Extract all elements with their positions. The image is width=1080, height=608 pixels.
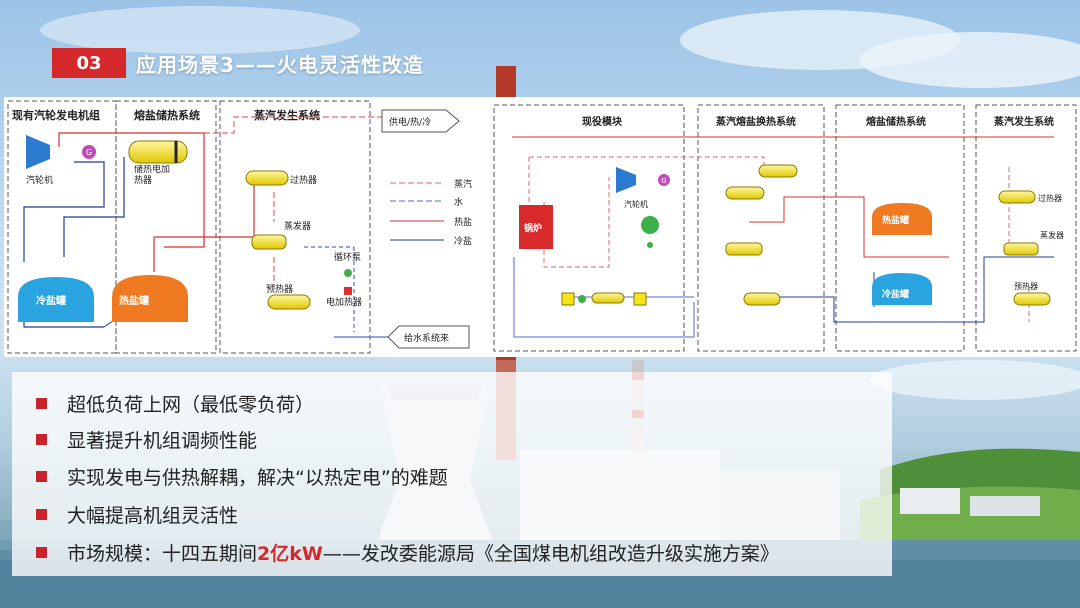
right-diagram: 现役模块 蒸汽熔盐换热系统 熔盐储热系统 蒸汽发生系统 锅炉 G 汽轮机	[493, 104, 1077, 352]
market-prefix: 市场规模：十四五期间	[67, 542, 258, 565]
left-turbine-icon	[26, 135, 50, 169]
right-section3-label: 熔盐储热系统	[866, 115, 926, 128]
left-hot-tank-label: 热盐罐	[119, 294, 149, 307]
legend-steam: 蒸汽	[454, 178, 472, 190]
bullet-item: 大幅提高机组灵活性	[36, 499, 238, 529]
right-superheater-icon	[998, 190, 1036, 204]
bullet-item: 显著提升机组调频性能	[36, 424, 257, 454]
section-number-badge: 03	[52, 48, 126, 78]
right-turbine-icon	[616, 167, 636, 193]
left-cold-tank-icon	[18, 277, 94, 322]
right-section1-box	[493, 104, 685, 352]
left-evaporator-label: 蒸发器	[284, 220, 311, 232]
right-preheater-label: 预热器	[1014, 281, 1038, 291]
right-generator-icon	[658, 174, 670, 186]
bullet-marker	[36, 433, 47, 445]
right-evaporator-icon	[1003, 242, 1039, 256]
left-generator-symbol: G	[86, 148, 92, 157]
right-hot-tank-icon	[872, 203, 932, 235]
left-elec-heater-label: 电加热器	[326, 296, 362, 308]
market-suffix: ——发改委能源局《全国煤电机组改造升级实施方案》	[322, 542, 779, 565]
page-title: 应用场景3——火电灵活性改造	[136, 52, 424, 77]
right-hot-tank-label: 热盐罐	[882, 214, 909, 226]
left-section1-label: 现有汽轮发电机组	[12, 108, 100, 122]
bullet-text: 实现发电与供热解耦，解决“以热定电”的难题	[67, 466, 448, 489]
legend-water: 水	[454, 196, 463, 208]
right-section1-label: 现役模块	[582, 115, 623, 128]
left-turbine-label: 汽轮机	[26, 174, 53, 186]
bullet-text: 显著提升机组调频性能	[67, 429, 258, 452]
right-cold-tank-icon	[872, 273, 932, 305]
left-heater-icon	[128, 140, 188, 164]
left-evaporator-icon	[251, 234, 287, 250]
right-generator-symbol: G	[661, 177, 666, 185]
left-supply-arrow	[381, 109, 460, 133]
right-preheater-icon	[1013, 292, 1051, 306]
right-section4-box	[975, 104, 1077, 352]
right-section3-box	[835, 104, 965, 352]
right-condenser-icon	[641, 216, 659, 234]
bullet-item: 超低负荷上网（最低零负荷）	[36, 388, 314, 418]
bullet-text: 超低负荷上网（最低零负荷）	[67, 393, 315, 416]
left-section3-box	[219, 100, 371, 354]
legend-hot-salt: 热盐	[454, 216, 472, 228]
right-section2-label: 蒸汽熔盐换热系统	[716, 115, 796, 128]
left-section3-label: 蒸汽发生系统	[254, 108, 320, 122]
right-section4-label: 蒸汽发生系统	[994, 115, 1054, 128]
process-flow-diagrams: 现有汽轮发电机组 熔盐储热系统 蒸汽发生系统 G 汽轮机 储热电加热器	[7, 100, 1077, 354]
diagram-panel: 现有汽轮发电机组 熔盐储热系统 蒸汽发生系统 G 汽轮机 储热电加热器	[4, 97, 1080, 357]
bullet-marker	[36, 508, 47, 520]
left-preheater-label: 预热器	[266, 283, 293, 295]
left-preheater-icon	[267, 294, 311, 310]
key-points-panel: 超低负荷上网（最低零负荷） 显著提升机组调频性能 实现发电与供热解耦，解决“以热…	[12, 372, 892, 576]
left-hot-tank-icon	[112, 275, 188, 322]
left-generator-icon	[82, 145, 96, 159]
left-pump-label: 循环泵	[334, 251, 361, 263]
market-highlight: 2亿kW	[257, 542, 323, 565]
bullet-text-market: 市场规模：十四五期间2亿kW——发改委能源局《全国煤电机组改造升级实施方案》	[67, 539, 779, 566]
left-section2-label: 熔盐储热系统	[134, 108, 200, 122]
bullet-marker	[36, 546, 47, 558]
right-cold-tank-label: 冷盐罐	[882, 288, 909, 300]
left-superheater-icon	[245, 170, 289, 186]
left-cold-tank-label: 冷盐罐	[36, 294, 66, 307]
right-superheater-label: 过热器	[1038, 193, 1062, 203]
right-boiler-icon	[519, 205, 553, 249]
bullet-marker	[36, 470, 47, 482]
left-superheater-label: 过热器	[290, 174, 317, 186]
section-header: 03 应用场景3——火电灵活性改造	[52, 48, 424, 78]
left-section2-box	[115, 100, 217, 354]
bullet-marker	[36, 397, 47, 409]
bullet-item: 实现发电与供热解耦，解决“以热定电”的难题	[36, 461, 448, 491]
right-boiler-label: 锅炉	[523, 222, 542, 234]
left-supply-label: 供电/热/冷	[389, 116, 431, 128]
left-legend: 蒸汽 水 热盐 冷盐	[390, 178, 472, 247]
bullet-item: 市场规模：十四五期间2亿kW——发改委能源局《全国煤电机组改造升级实施方案》	[36, 537, 779, 567]
left-feedwater-arrow	[387, 325, 470, 349]
left-elec-heater-icon	[344, 287, 352, 295]
right-section2-box	[697, 104, 825, 352]
right-turbine-label: 汽轮机	[624, 199, 648, 209]
left-heater-label: 储热电加热器	[134, 165, 171, 186]
legend-cold-salt: 冷盐	[454, 235, 472, 247]
right-evaporator-label: 蒸发器	[1040, 230, 1064, 240]
left-pump-icon	[344, 269, 352, 277]
bullet-text: 大幅提高机组灵活性	[67, 504, 239, 527]
left-diagram: 现有汽轮发电机组 熔盐储热系统 蒸汽发生系统 G 汽轮机 储热电加热器	[7, 100, 472, 354]
left-feedwater-label: 给水系统来	[404, 332, 449, 344]
